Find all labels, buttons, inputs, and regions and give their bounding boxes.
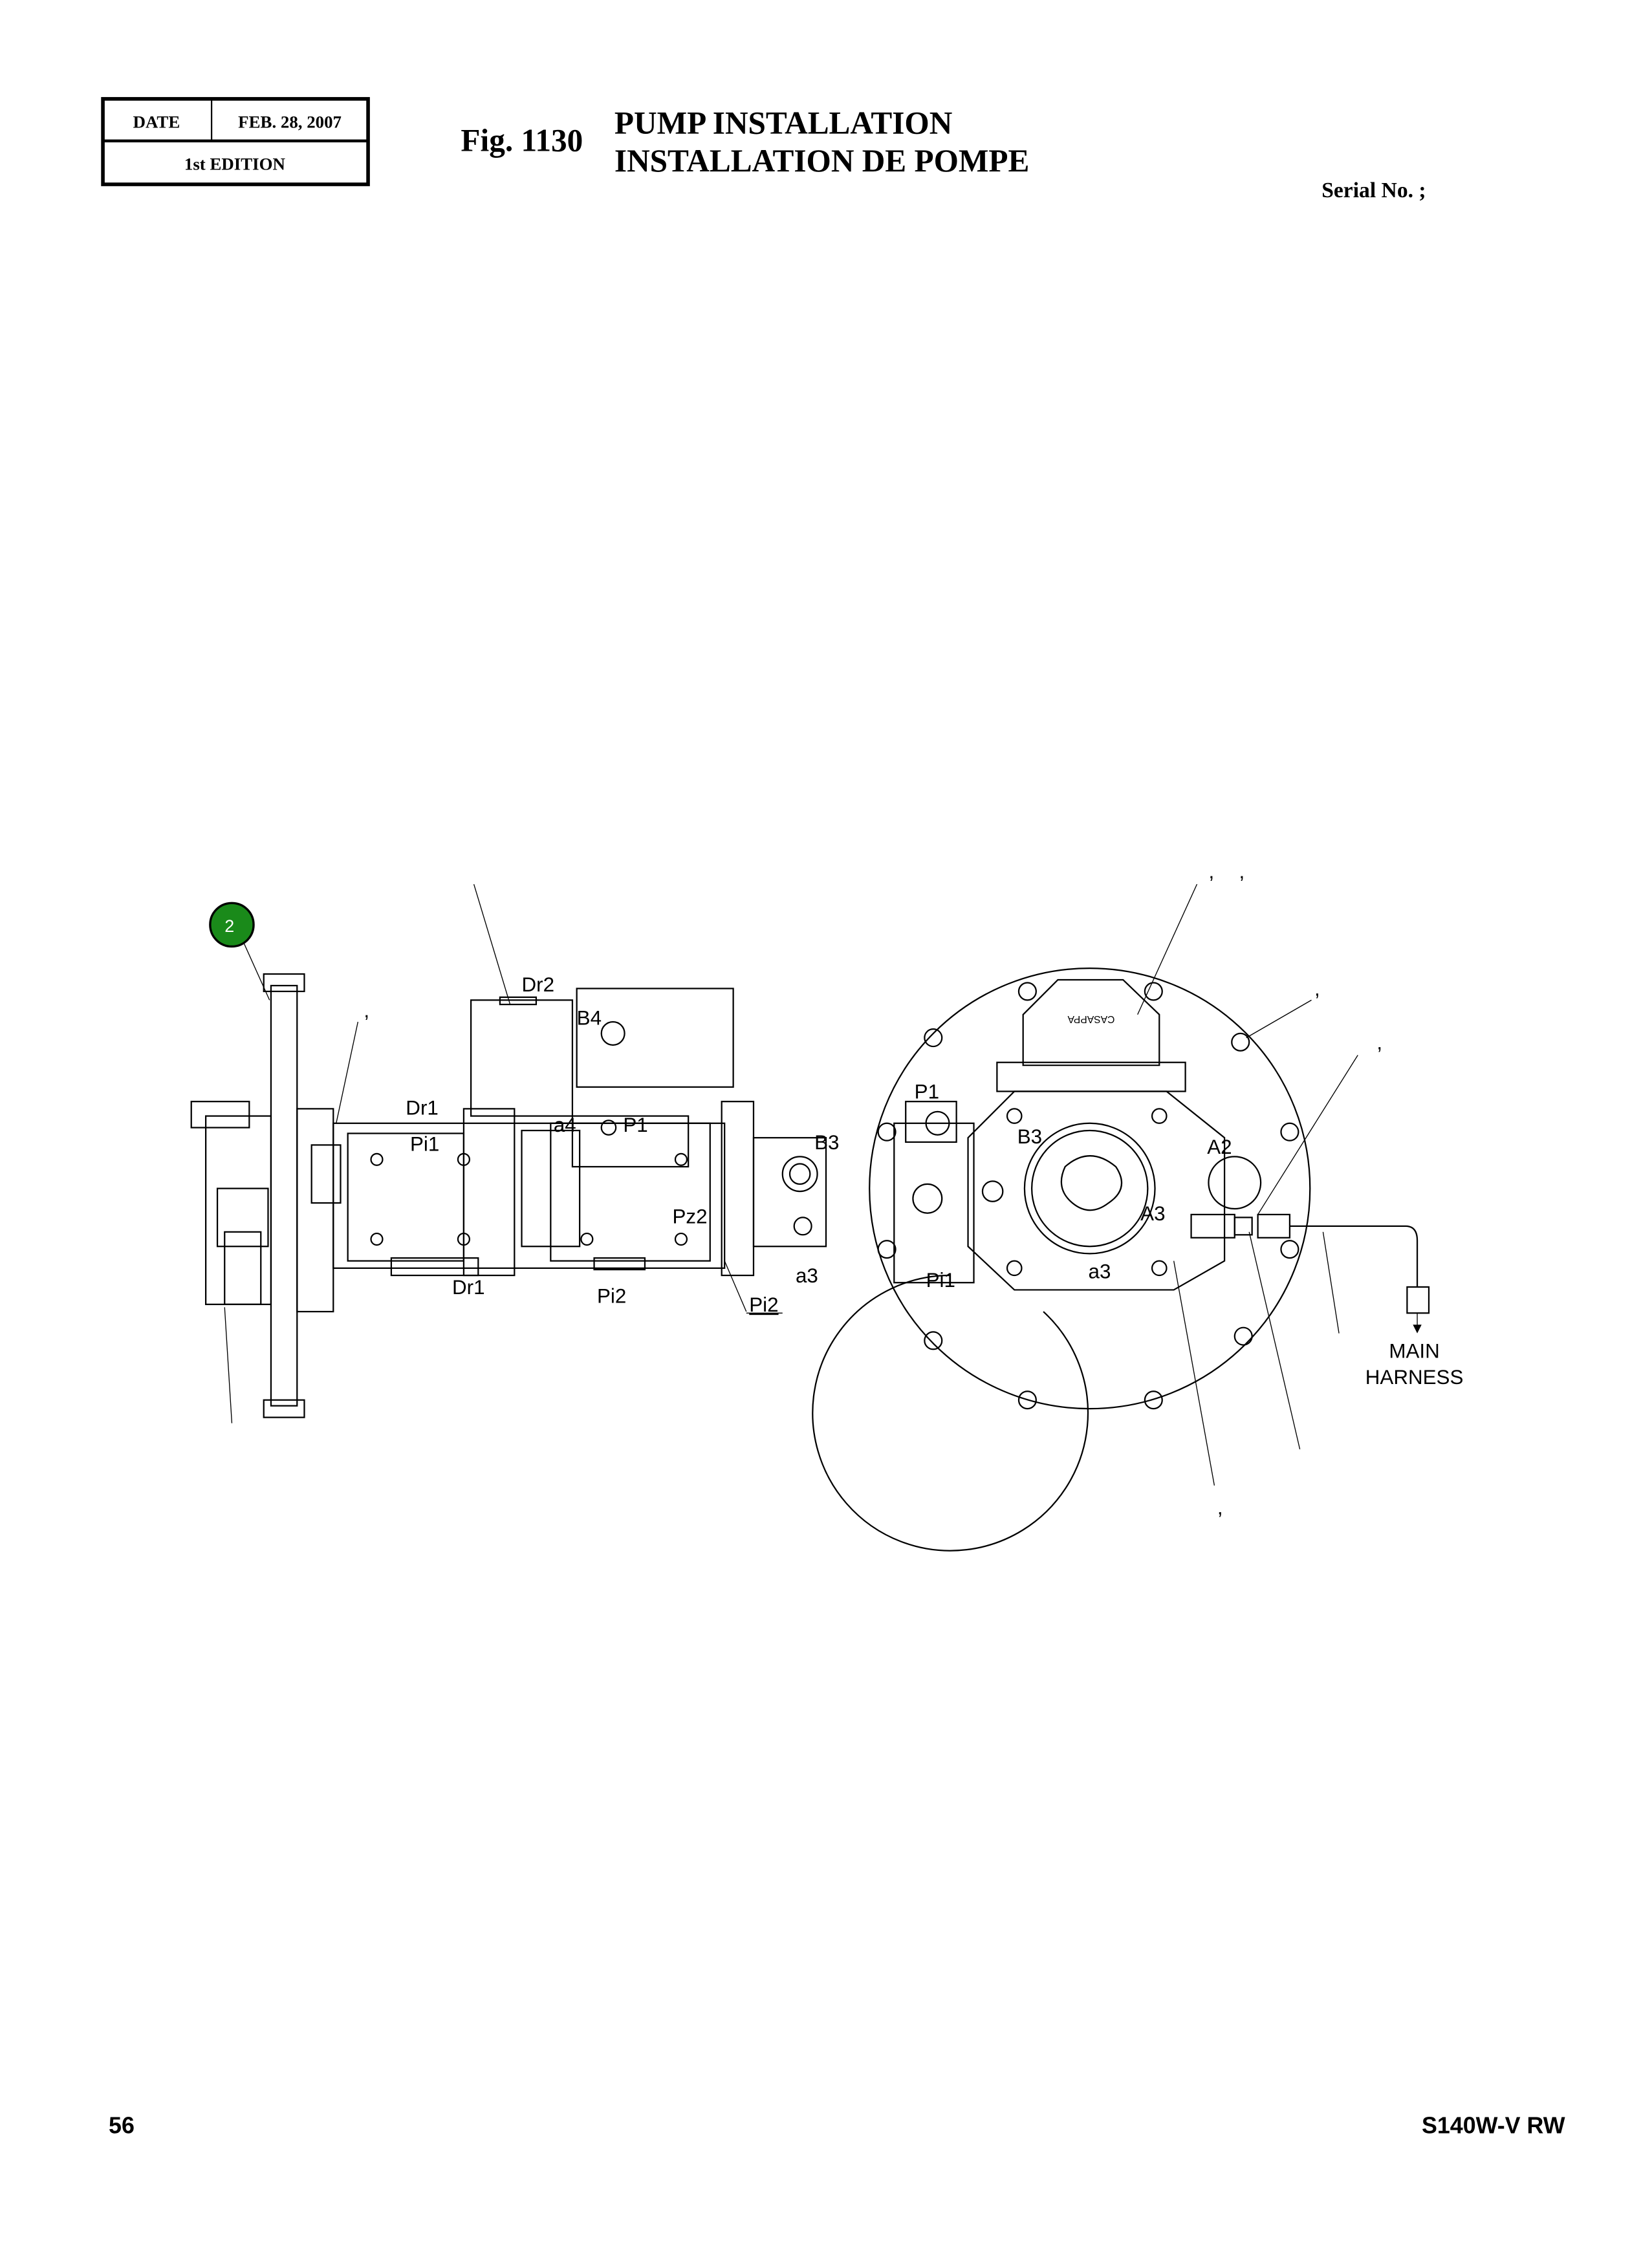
label-p1-front: P1: [915, 1081, 939, 1103]
title-english: PUMP INSTALLATION: [614, 105, 952, 141]
edition: 1st EDITION: [184, 155, 286, 174]
comma: ,: [364, 999, 369, 1022]
comma: ,: [1208, 860, 1214, 883]
label-pi1-front: Pi1: [926, 1269, 955, 1292]
pump-side-view: [190, 883, 827, 1423]
model-name: S140W-V RW: [1422, 2112, 1565, 2138]
label-a3: a3: [796, 1264, 818, 1287]
serial-number: Serial No. ;: [1321, 178, 1426, 202]
figure-number: Fig. 1130: [461, 123, 583, 158]
comma: ,: [1217, 1497, 1223, 1519]
title-french: INSTALLATION DE POMPE: [614, 143, 1029, 178]
label-dr1-top: Dr1: [406, 1096, 439, 1119]
label-pi2-underlined: Pi2: [749, 1293, 778, 1316]
callout-commas: , , , , , ,: [364, 860, 1382, 1519]
date-label: DATE: [133, 113, 180, 132]
main-harness-label-2: HARNESS: [1365, 1366, 1464, 1389]
callout-number: 2: [224, 916, 234, 936]
comma: ,: [1314, 978, 1320, 1001]
flange-bolts: [877, 982, 1299, 1410]
label-b3: B3: [814, 1131, 839, 1154]
label-dr2: Dr2: [522, 973, 555, 996]
label-dr1-bottom: Dr1: [452, 1276, 485, 1299]
label-a3-lower: a3: [1089, 1260, 1111, 1283]
label-a2: A2: [1207, 1136, 1232, 1158]
date-value: FEB. 28, 2007: [238, 113, 342, 132]
label-a4: a4: [554, 1114, 576, 1136]
date-edition-table: DATE FEB. 28, 2007 1st EDITION: [101, 97, 370, 186]
casappa-logo: CASAPPA: [1067, 1013, 1114, 1024]
side-view-labels: Dr2 B4 Dr1 Pi1 a4 P1 B3 Pz2 a3 Dr1 Pi2 P…: [406, 973, 839, 1316]
callout-2[interactable]: 2: [209, 902, 255, 948]
label-b4: B4: [577, 1006, 602, 1029]
label-pi2: Pi2: [597, 1285, 626, 1308]
page-number: 56: [109, 2112, 135, 2138]
label-p1: P1: [623, 1114, 647, 1136]
label-pi1: Pi1: [410, 1132, 439, 1155]
front-view-labels: P1 B3 A2 A3 a3 Pi1 MAIN HARNESS: [915, 1081, 1464, 1389]
main-harness-label-1: MAIN: [1389, 1340, 1439, 1363]
label-pz2: Pz2: [673, 1205, 708, 1228]
label-b3-front: B3: [1017, 1125, 1042, 1148]
comma: ,: [1376, 1032, 1382, 1054]
pump-front-view: CASAPPA: [812, 883, 1430, 1552]
comma: ,: [1239, 860, 1245, 883]
label-a3-front: A3: [1140, 1202, 1165, 1225]
